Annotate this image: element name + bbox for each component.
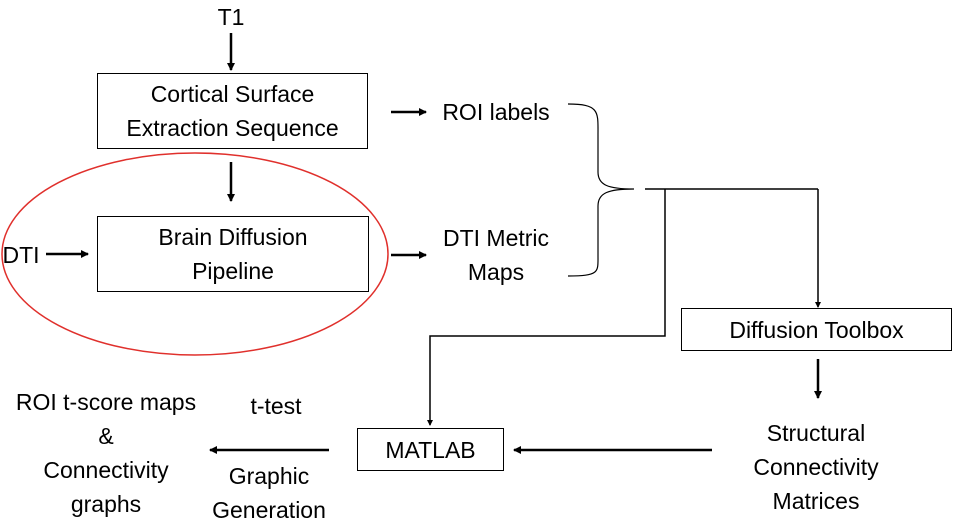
structural-line-1: Structural [766,420,866,446]
structural-line-3: Matrices [772,488,860,514]
dti-input-label: DTI [2,242,40,268]
brain-diffusion-pipeline-box: Brain Diffusion Pipeline [97,216,369,292]
highlight-ellipse [1,152,389,356]
graphic-generation-line-2: Generation [212,497,326,523]
results-text: ROI t-score maps & Connectivity graphs [0,385,212,521]
curly-brace [567,103,635,277]
results-line-1: ROI t-score maps [15,389,197,415]
cortical-surface-extraction-box: Cortical Surface Extraction Sequence [97,73,368,149]
cortical-box-line-1: Cortical Surface [150,81,315,107]
results-line-3: Connectivity [43,457,169,483]
brain-diffusion-line-1: Brain Diffusion [158,224,308,250]
dti-metric-maps-line-2: Maps [467,259,525,285]
matlab-box: MATLAB [357,428,504,471]
dti-metric-maps-line-1: DTI Metric [442,225,550,251]
dti-metric-maps-text: DTI Metric Maps [428,221,564,289]
matlab-label: MATLAB [385,436,476,463]
cortical-box-line-2: Extraction Sequence [126,115,339,141]
roi-labels-text: ROI labels [442,99,550,125]
results-line-4: graphs [70,491,142,517]
diffusion-toolbox-label: Diffusion Toolbox [729,316,904,343]
graphic-generation-line-1: Graphic [228,463,310,489]
t1-input-label: T1 [217,4,245,30]
graphic-generation-text: Graphic Generation [198,459,340,527]
structural-line-2: Connectivity [753,454,879,480]
brain-diffusion-line-2: Pipeline [192,258,274,284]
t-test-label: t-test [250,393,302,419]
structural-connectivity-matrices-text: Structural Connectivity Matrices [726,416,906,518]
diffusion-toolbox-box: Diffusion Toolbox [681,308,952,351]
results-line-2: & [98,423,114,449]
arrow-brace-to-matlab [427,189,666,426]
